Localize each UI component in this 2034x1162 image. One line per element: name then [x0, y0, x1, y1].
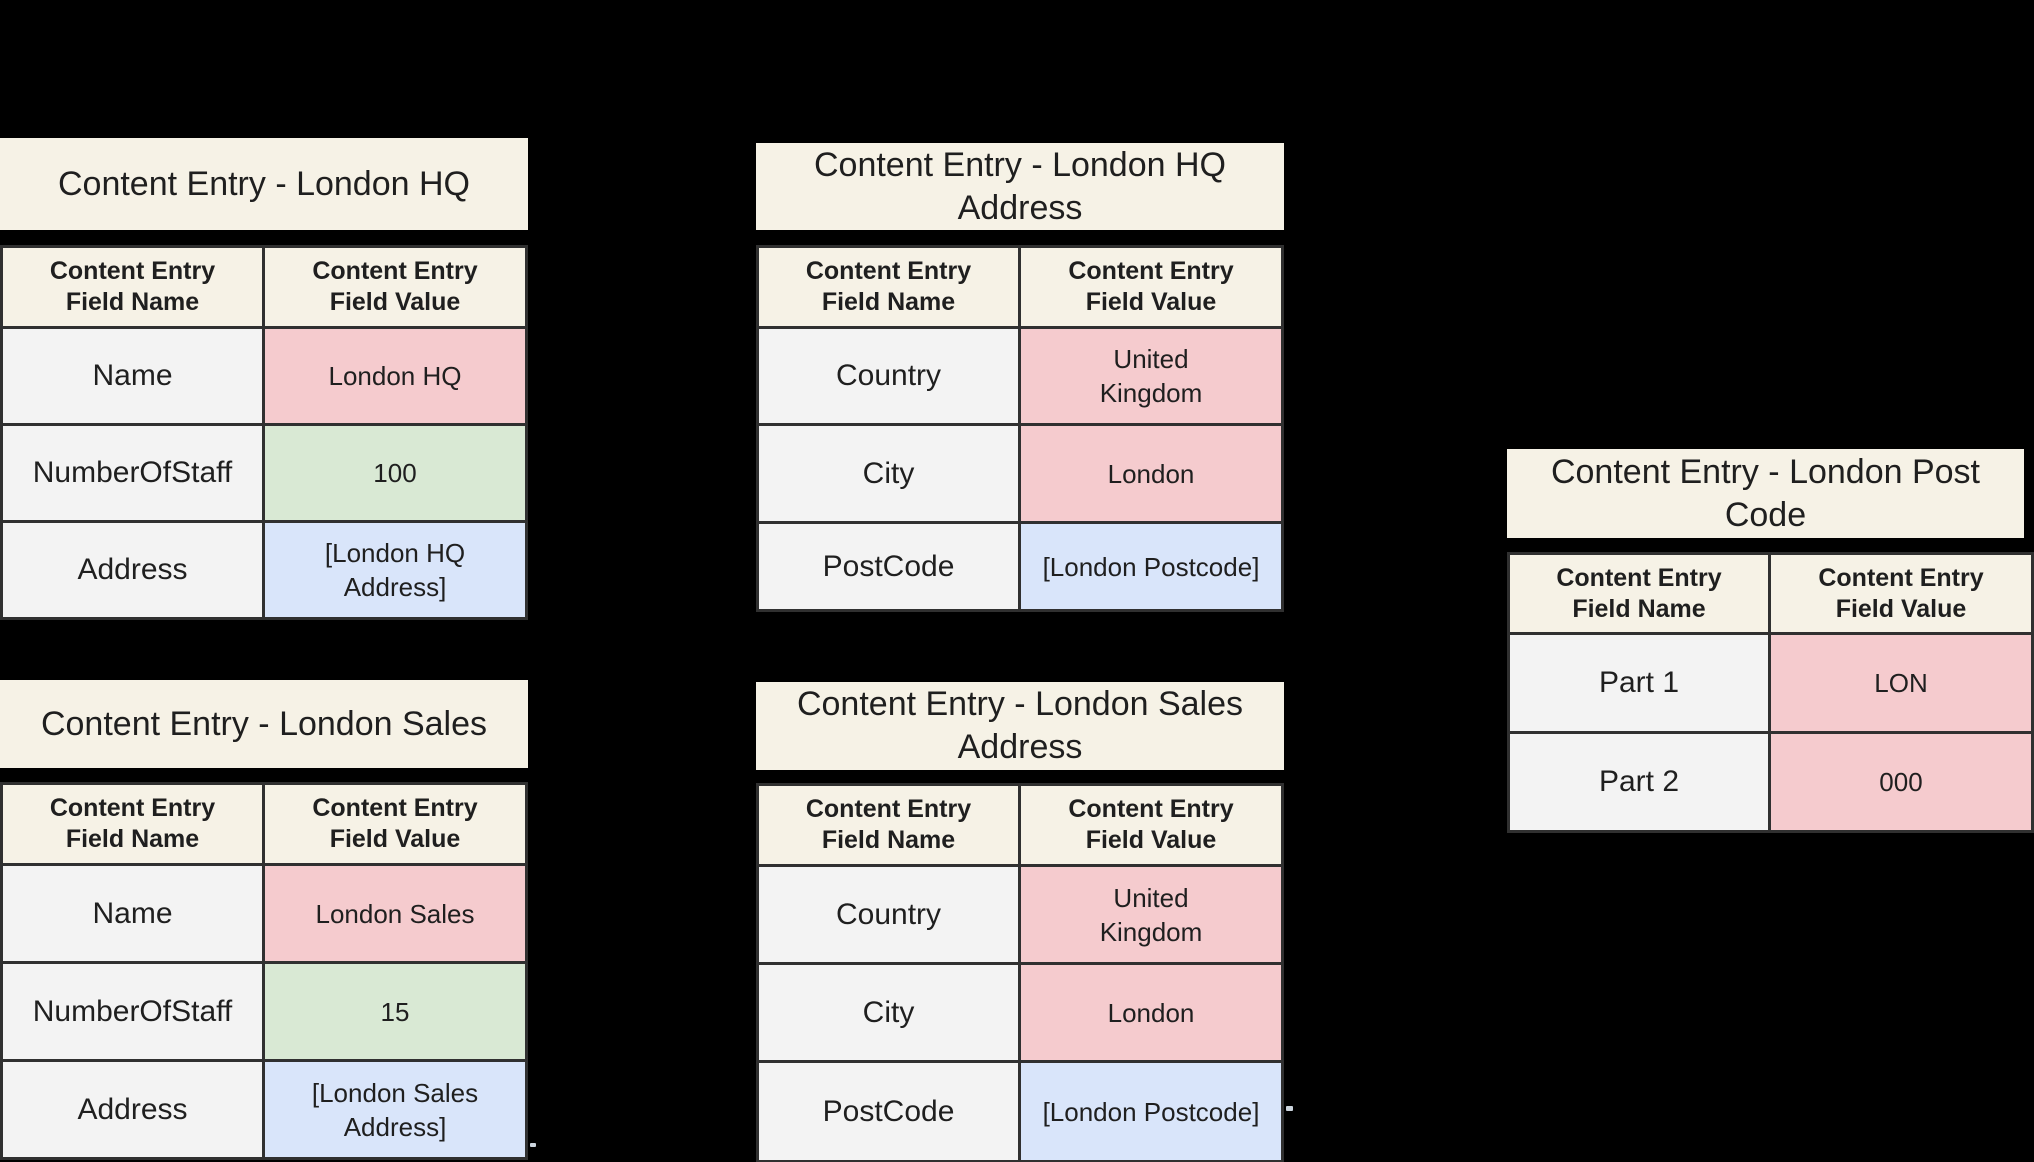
- field-name-cell: PostCode: [759, 1063, 1018, 1160]
- field-value-cell: 100: [265, 426, 525, 520]
- field-name-cell: Name: [3, 329, 262, 423]
- field-name-cell: Name: [3, 866, 262, 961]
- field-name-cell: Address: [3, 523, 262, 617]
- column-header-field-value: Content Entry Field Value: [1771, 555, 2031, 632]
- field-value-cell: London: [1021, 426, 1281, 521]
- column-header-field-value: Content Entry Field Value: [265, 785, 525, 863]
- table-london-post-code: Content Entry - London Post Code Content…: [1507, 449, 2034, 833]
- field-value-cell: [London Postcode]: [1021, 524, 1281, 609]
- table-grid: Content Entry Field Name Content Entry F…: [0, 782, 528, 1160]
- field-value-cell: United Kingdom: [1021, 329, 1281, 423]
- connector-stub: [530, 1143, 536, 1147]
- table-grid: Content Entry Field Name Content Entry F…: [756, 783, 1284, 1162]
- field-name-cell: City: [759, 965, 1018, 1060]
- field-name-cell: NumberOfStaff: [3, 964, 262, 1059]
- field-name-cell: City: [759, 426, 1018, 521]
- column-header-field-name: Content Entry Field Name: [759, 248, 1018, 326]
- table-london-hq-address: Content Entry - London HQ Address Conten…: [756, 143, 1284, 612]
- table-grid: Content Entry Field Name Content Entry F…: [0, 245, 528, 620]
- field-value-cell: London HQ: [265, 329, 525, 423]
- field-value-cell: 000: [1771, 734, 2031, 830]
- column-header-field-name: Content Entry Field Name: [3, 248, 262, 326]
- table-london-hq: Content Entry - London HQ Content Entry …: [0, 138, 528, 620]
- table-title: Content Entry - London HQ Address: [756, 143, 1284, 230]
- field-value-cell: LON: [1771, 635, 2031, 731]
- table-grid: Content Entry Field Name Content Entry F…: [1507, 552, 2034, 833]
- table-title: Content Entry - London Sales: [0, 680, 528, 768]
- field-name-cell: Country: [759, 867, 1018, 962]
- column-header-field-name: Content Entry Field Name: [759, 786, 1018, 864]
- field-name-cell: Address: [3, 1062, 262, 1157]
- column-header-field-value: Content Entry Field Value: [1021, 786, 1281, 864]
- connector-stub: [1286, 1106, 1293, 1111]
- field-value-cell: [London HQ Address]: [265, 523, 525, 617]
- field-value-cell: [London Sales Address]: [265, 1062, 525, 1157]
- field-value-cell: [London Postcode]: [1021, 1063, 1281, 1160]
- column-header-field-name: Content Entry Field Name: [3, 785, 262, 863]
- field-name-cell: NumberOfStaff: [3, 426, 262, 520]
- field-name-cell: Part 1: [1510, 635, 1768, 731]
- column-header-field-value: Content Entry Field Value: [1021, 248, 1281, 326]
- table-london-sales: Content Entry - London Sales Content Ent…: [0, 680, 528, 1160]
- table-title: Content Entry - London HQ: [0, 138, 528, 230]
- table-title: Content Entry - London Sales Address: [756, 682, 1284, 770]
- field-name-cell: PostCode: [759, 524, 1018, 609]
- column-header-field-name: Content Entry Field Name: [1510, 555, 1768, 632]
- field-value-cell: London Sales: [265, 866, 525, 961]
- field-value-cell: United Kingdom: [1021, 867, 1281, 962]
- column-header-field-value: Content Entry Field Value: [265, 248, 525, 326]
- table-title: Content Entry - London Post Code: [1507, 449, 2024, 538]
- field-name-cell: Part 2: [1510, 734, 1768, 830]
- table-grid: Content Entry Field Name Content Entry F…: [756, 245, 1284, 612]
- field-name-cell: Country: [759, 329, 1018, 423]
- field-value-cell: 15: [265, 964, 525, 1059]
- table-london-sales-address: Content Entry - London Sales Address Con…: [756, 682, 1284, 1162]
- field-value-cell: London: [1021, 965, 1281, 1060]
